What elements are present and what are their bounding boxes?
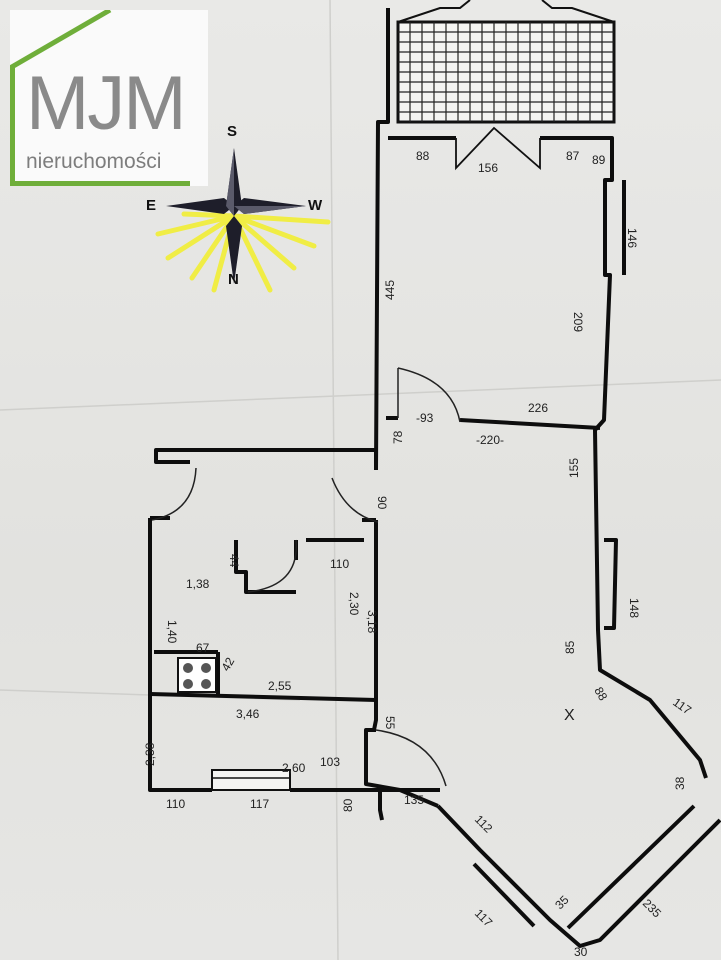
dim-label: 90 [375,496,389,510]
dim-label: 44 [227,554,241,568]
logo-tagline: nieruchomości [26,150,162,173]
dim-label: 55 [383,716,397,730]
dim-label: 226 [528,401,548,415]
dim-label: 103 [320,755,340,769]
bottom-window [211,769,291,791]
dim-label: 30 [574,945,588,959]
dim-label: 88 [591,685,610,704]
dim-label: 209 [571,312,585,332]
dim-label: 117 [250,797,269,811]
dim-label: 80 [341,798,355,812]
dim-label: -93 [416,411,434,425]
dim-label: 1,38 [186,577,210,591]
compass-label-left: E [146,197,156,214]
dim-label: 110 [166,797,185,811]
compass-label-bottom: N [228,271,239,288]
dim-label: -220- [476,433,504,447]
dim-label: 155 [567,458,581,478]
dim-label: 88 [416,149,430,163]
dim-label: 117 [670,695,694,718]
balcony-door [455,126,541,171]
logo-bar-left [10,66,15,186]
dim-label: 35 [552,893,572,913]
compass-star [166,148,306,284]
compass-rays [155,211,331,293]
dim-label: 148 [627,598,641,618]
compass-label-top: S [227,123,237,140]
dim-label: 87 [566,149,580,163]
dim-label: 1,40 [165,620,179,644]
dim-label: 156 [478,161,498,175]
dim-label: 146 [625,228,639,248]
walls [148,8,721,948]
compass-label-right: W [308,197,323,214]
dim-label: 3,18 [365,610,379,634]
balcony [396,0,616,124]
stove [177,657,217,693]
dim-label: 135 [404,793,424,807]
dim-label: 38 [673,776,687,790]
door-swings [151,367,461,787]
dim-label: 445 [383,280,397,300]
logo-roof-line [10,10,112,71]
dim-label: 85 [563,640,577,654]
dim-label: 3,46 [236,707,260,721]
dim-label: 112 [472,812,496,836]
dim-label: 2,38 [143,742,157,766]
dim-label: 2,60 [282,761,306,775]
dim-label: 42 [218,655,237,674]
dim-label: 89 [592,153,606,167]
company-logo: MJM nieruchomości [10,10,208,186]
dim-label: X [564,707,575,724]
logo-brand-text: MJM [26,61,187,146]
dim-label: 2,55 [268,679,292,693]
dim-label: 235 [640,896,664,920]
logo-bar-bottom [10,181,190,186]
compass-rose-icon: S E W N [146,123,331,293]
dim-label: 117 [472,906,496,930]
dim-label: 78 [391,430,405,444]
dim-label: 110 [330,557,349,571]
dim-label: 2,30 [347,592,361,616]
dim-label: 67 [196,641,210,655]
